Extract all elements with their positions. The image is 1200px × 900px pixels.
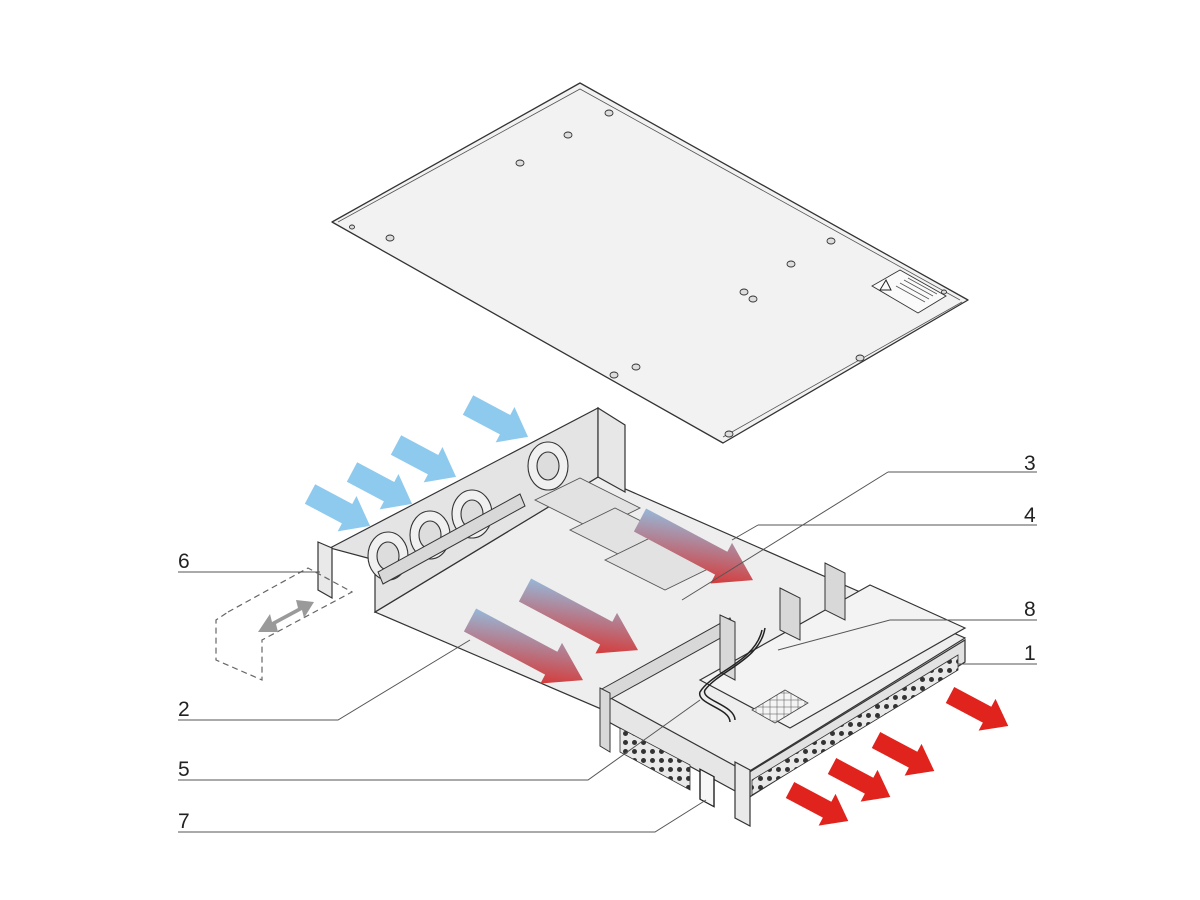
exhaust-airflow-arrows [785, 687, 1009, 826]
callout-3: 3 [1024, 452, 1036, 475]
vent-grille [751, 654, 959, 796]
callout-7: 7 [178, 810, 190, 833]
intake-airflow-arrows [304, 395, 529, 532]
internal-flow-arrow [518, 578, 639, 654]
card-rails [377, 493, 846, 753]
leader-lines [178, 471, 1037, 833]
power-switch[interactable] [699, 768, 715, 808]
callout-6: 6 [178, 550, 190, 573]
callout-labels: 3 4 6 8 1 2 5 7 [178, 452, 1036, 833]
exhaust-arrow [945, 687, 1009, 731]
vent-grille-left [619, 727, 691, 791]
exhaust-arrow [871, 732, 935, 776]
exhaust-arrow [827, 758, 891, 802]
lid-panel [331, 82, 969, 444]
intake-arrow [346, 462, 413, 510]
chassis-side-wall [597, 406, 626, 494]
rack-ear-left [317, 541, 333, 600]
intake-arrow [304, 484, 371, 532]
callout-1: 1 [1024, 642, 1036, 665]
warning-label [871, 269, 947, 314]
callout-2: 2 [178, 698, 190, 721]
intake-arrow [390, 435, 457, 483]
callout-5: 5 [178, 758, 190, 781]
exhaust-arrow [785, 782, 849, 826]
intake-arrow [462, 395, 529, 443]
internal-flow-arrow [633, 508, 754, 584]
cable-harness [704, 627, 766, 721]
rack-ear-right [734, 761, 751, 827]
chassis [317, 406, 967, 827]
bracket-slide-arrow-icon [258, 600, 314, 632]
internal-flow-arrow [463, 608, 584, 684]
lid-screw-holes [349, 109, 947, 438]
callout-8: 8 [1024, 598, 1036, 621]
callout-4: 4 [1024, 504, 1036, 527]
slide-bracket-ghost [215, 567, 354, 681]
psu-grid-label [751, 689, 809, 724]
internal-airflow-arrows [463, 508, 754, 684]
